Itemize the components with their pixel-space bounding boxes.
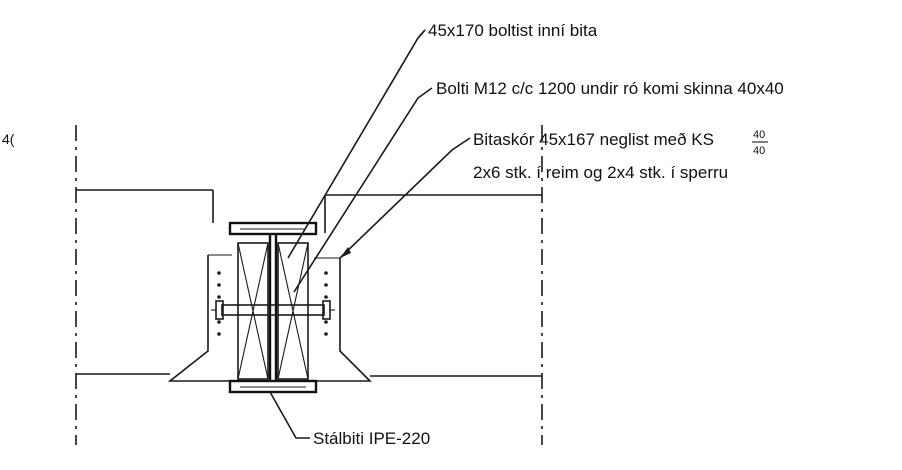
hanger-fraction-numerator: 40: [753, 129, 765, 141]
timber-rafter-right: [324, 194, 542, 377]
through-bolt-m12: [211, 300, 335, 320]
steel-beam-label: Stálbiti IPE-220: [313, 429, 430, 448]
leader-hanger: [339, 137, 471, 259]
infill-timber-right: [277, 242, 309, 380]
leader-bolts: [293, 87, 433, 293]
leader-steel-beam: [269, 391, 310, 439]
joist-hanger-left: [167, 254, 232, 382]
bolt-beam-label: 45x170 boltist inní bita: [428, 21, 598, 40]
hanger-label-line1: Bitaskór 45x167 neglist með KS: [473, 130, 714, 149]
bolts-label: Bolti M12 c/c 1200 undir ró komi skinna …: [436, 79, 784, 98]
timber-rafter-left: [76, 189, 214, 375]
joist-hanger-right: [314, 257, 372, 382]
edge-fragment-label: 4(: [2, 131, 15, 147]
hanger-label-line2: 2x6 stk. í reim og 2x4 stk. í sperru: [473, 163, 728, 182]
hanger-fraction-denominator: 40: [753, 145, 765, 157]
infill-timber-left: [237, 242, 269, 380]
steel-beam-ipe220: [228, 221, 318, 394]
leader-bolt-beam: [287, 29, 426, 259]
